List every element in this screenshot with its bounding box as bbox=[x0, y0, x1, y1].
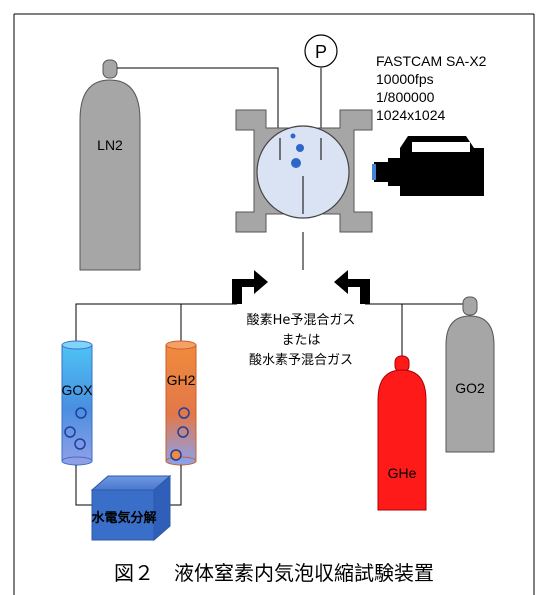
ln2-label: LN2 bbox=[97, 137, 123, 153]
electrolyzer-box: 水電気分解 bbox=[90, 474, 172, 542]
gas-mixture-line1: 酸素He予混合ガス bbox=[247, 313, 356, 328]
gox-label: GOX bbox=[61, 382, 93, 398]
ghe-label: GHe bbox=[388, 465, 417, 481]
test-chamber bbox=[235, 109, 373, 233]
gh2-label: GH2 bbox=[167, 372, 196, 388]
gh2-column: GH2 bbox=[165, 340, 197, 466]
bubble-icon bbox=[64, 426, 76, 438]
bubble-icon bbox=[290, 133, 296, 139]
gauge-symbol: P bbox=[315, 42, 327, 62]
outer-frame bbox=[13, 13, 535, 595]
bubble-icon bbox=[177, 426, 189, 438]
pressure-gauge: P bbox=[304, 34, 338, 128]
right-flow-arrow-icon bbox=[334, 270, 370, 304]
camera-model: FASTCAM SA-X2 bbox=[376, 53, 487, 69]
camera-shutter: 1/800000 bbox=[376, 89, 435, 105]
gas-mixture-line2: または bbox=[281, 333, 320, 348]
figure-caption: 図２ 液体窒素内気泡収縮試験装置 bbox=[114, 561, 434, 585]
left-flow-arrow-icon bbox=[232, 270, 268, 304]
left-manifold bbox=[75, 303, 237, 345]
electrolyzer-label: 水電気分解 bbox=[91, 510, 156, 526]
gas-mixture-label: 酸素He予混合ガス または 酸水素予混合ガス bbox=[247, 313, 356, 368]
camera-frame-rate: 10000fps bbox=[376, 71, 434, 87]
go2-label: GO2 bbox=[455, 380, 485, 396]
high-speed-camera bbox=[372, 136, 484, 196]
ln2-pipe bbox=[117, 67, 279, 148]
ghe-cylinder: GHe bbox=[377, 355, 427, 511]
electrolysis-wires bbox=[75, 465, 182, 506]
go2-cylinder: GO2 bbox=[445, 296, 495, 453]
bubble-icon bbox=[74, 438, 86, 450]
camera-specs: FASTCAM SA-X2 10000fps 1/800000 1024x102… bbox=[376, 53, 487, 123]
bubble-icon bbox=[178, 407, 190, 419]
bubble-icon bbox=[75, 407, 87, 419]
ln2-cylinder: LN2 bbox=[79, 59, 141, 271]
gas-mixture-line3: 酸水素予混合ガス bbox=[249, 353, 353, 368]
bubble-icon bbox=[170, 449, 182, 461]
camera-resolution: 1024x1024 bbox=[376, 107, 446, 123]
bubble-icon bbox=[296, 144, 304, 152]
bubble-icon bbox=[291, 158, 301, 168]
gox-column: GOX bbox=[61, 340, 93, 466]
